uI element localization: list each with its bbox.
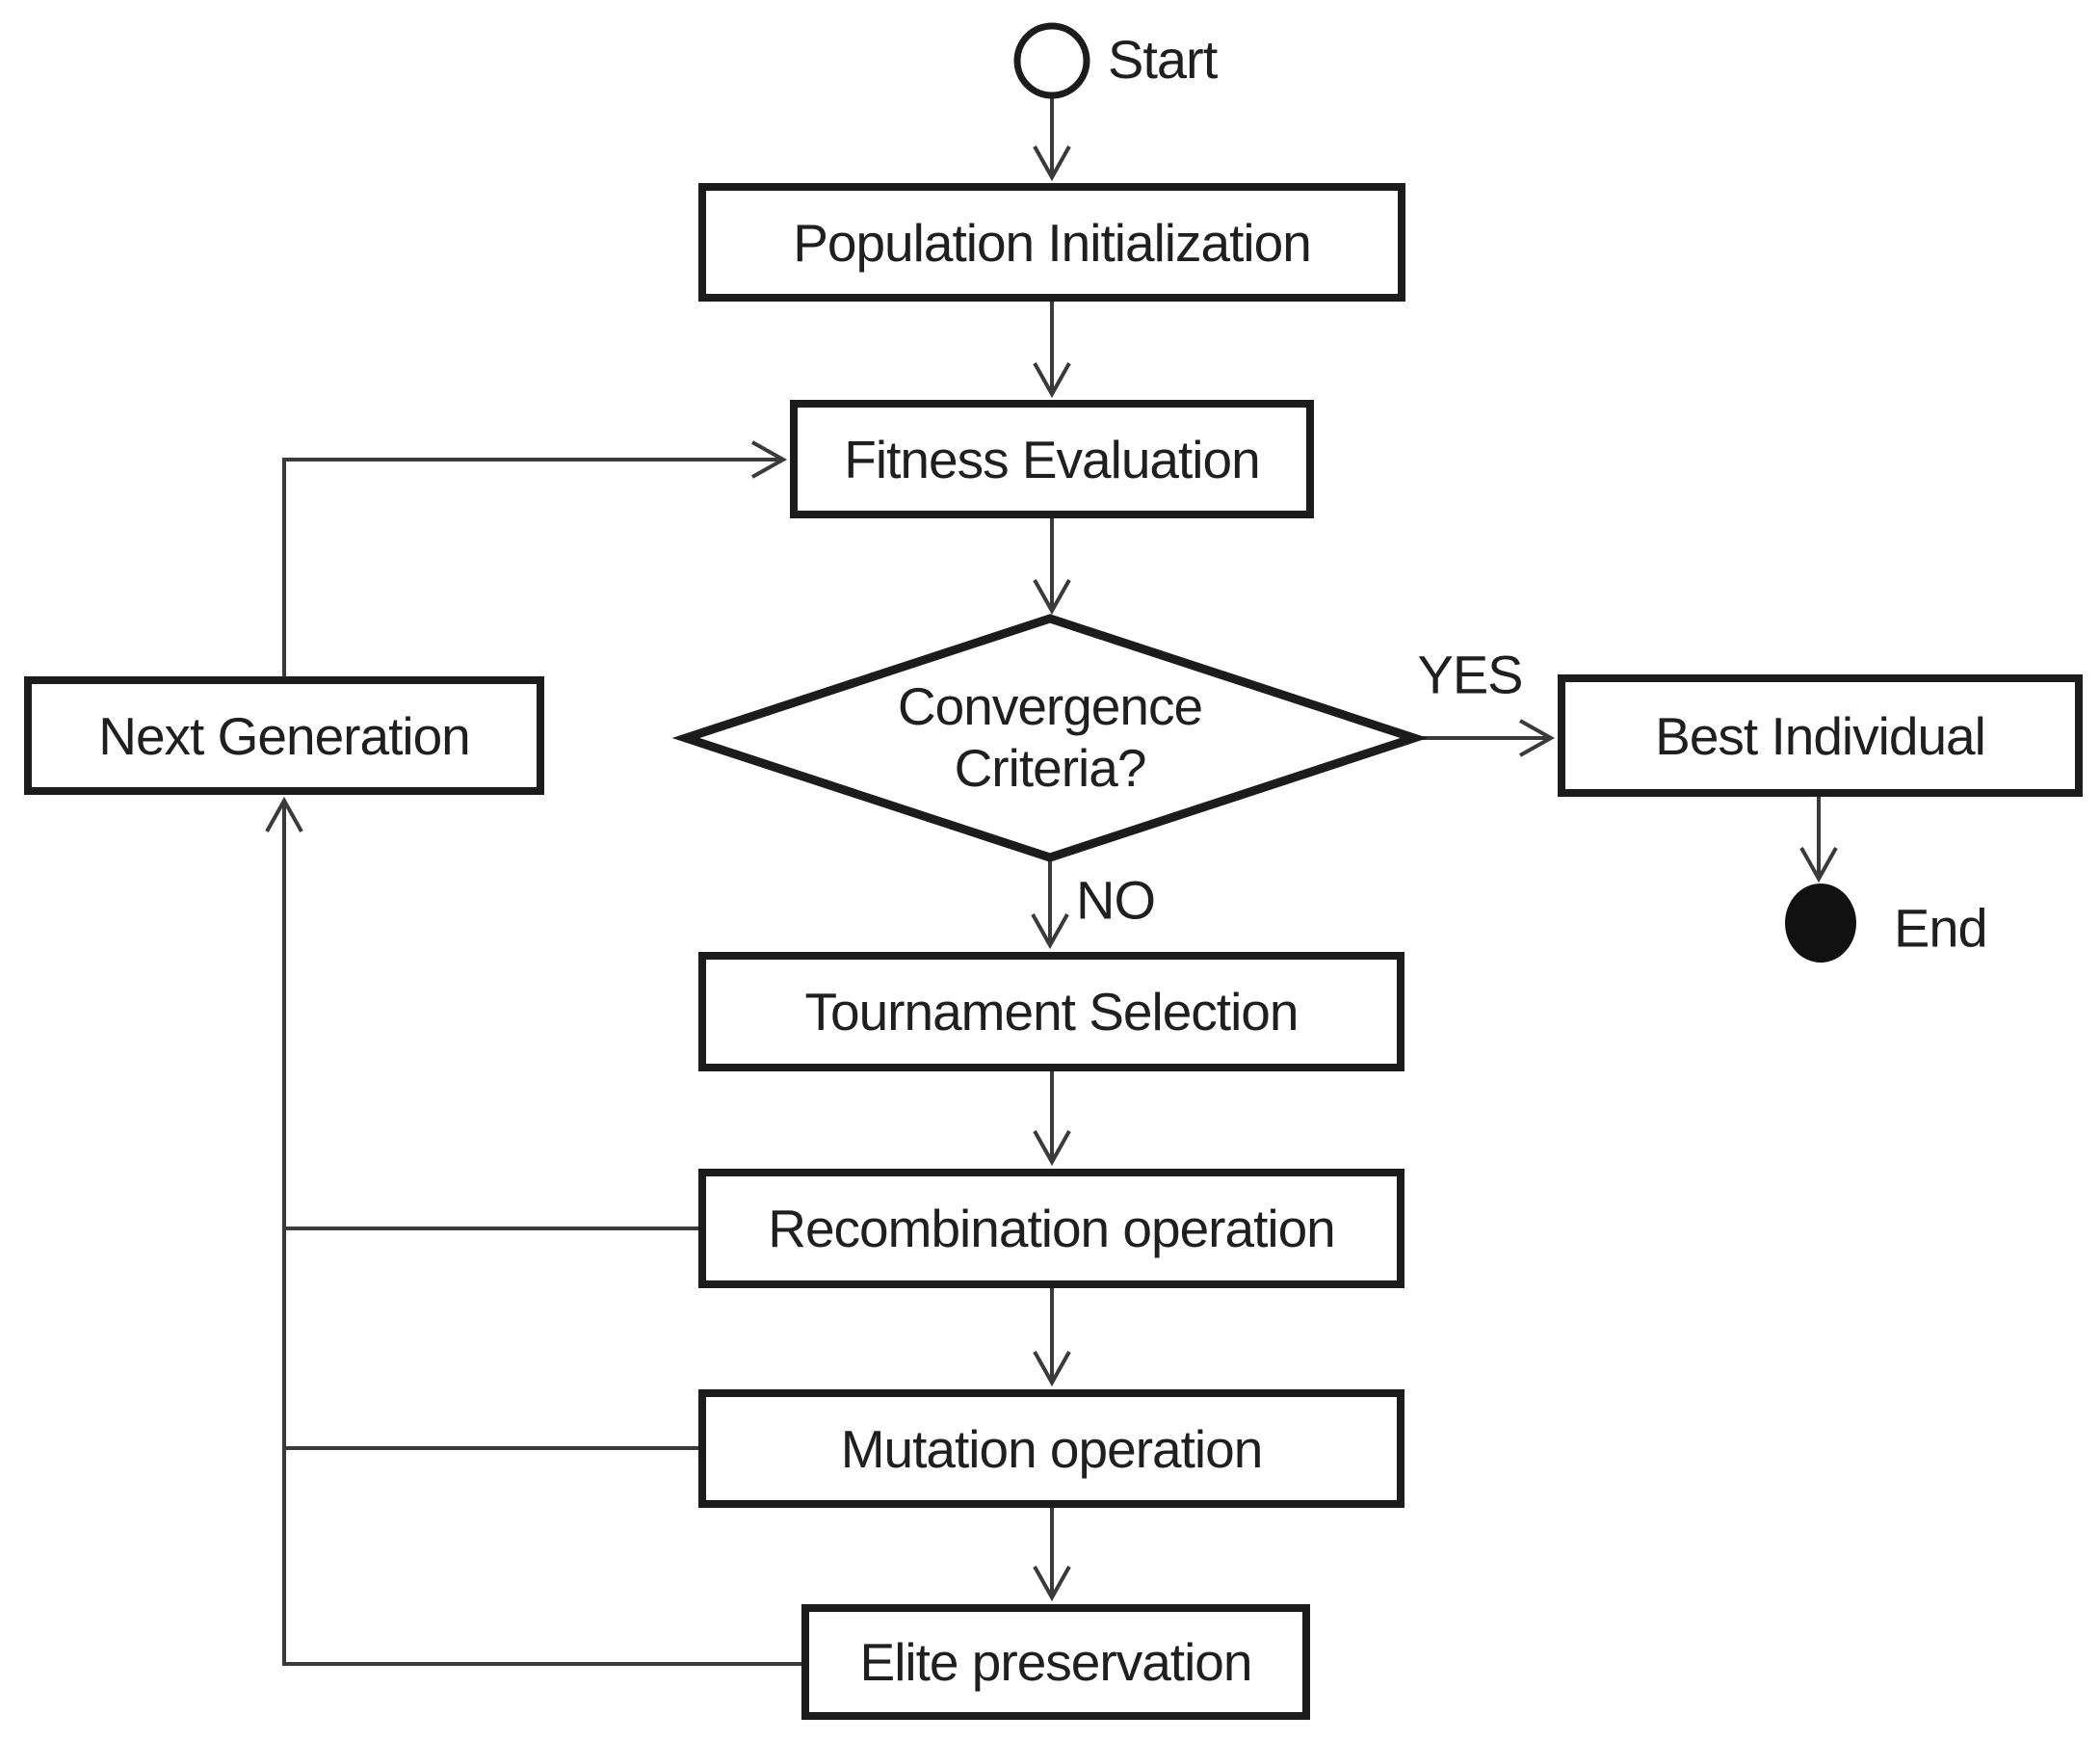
node-next-generation: Next Generation [24,676,544,795]
node-label: Elite preservation [859,1632,1253,1692]
start-terminal-icon [1013,22,1090,99]
node-best-individual: Best Individual [1558,674,2083,797]
end-label: End [1894,897,1988,959]
yes-branch-label: YES [1417,644,1523,705]
node-label: Recombination operation [768,1199,1335,1258]
node-fitness-evaluation: Fitness Evaluation [790,400,1314,518]
node-mutation-operation: Mutation operation [698,1389,1404,1508]
end-terminal-icon [1785,884,1856,963]
node-tournament-selection: Tournament Selection [698,952,1404,1071]
node-elite-preservation: Elite preservation [801,1604,1310,1720]
node-label: Next Generation [98,705,470,766]
node-label: Best Individual [1655,705,1986,766]
node-label: Population Initialization [793,212,1312,273]
node-recombination-operation: Recombination operation [698,1169,1404,1288]
decision-diamond-shape [671,614,1429,862]
node-label: Mutation operation [840,1418,1264,1479]
edge-elite-to-nextgen [265,796,801,1666]
edge-nextgen-to-fitness [282,440,788,676]
node-label: Tournament Selection [804,982,1299,1042]
node-population-initialization: Population Initialization [698,183,1405,302]
no-branch-label: NO [1076,869,1156,931]
node-convergence-criteria-label: Convergence Criteria? [897,676,1203,798]
node-label: Fitness Evaluation [844,429,1260,489]
start-label: Start [1108,29,1218,91]
